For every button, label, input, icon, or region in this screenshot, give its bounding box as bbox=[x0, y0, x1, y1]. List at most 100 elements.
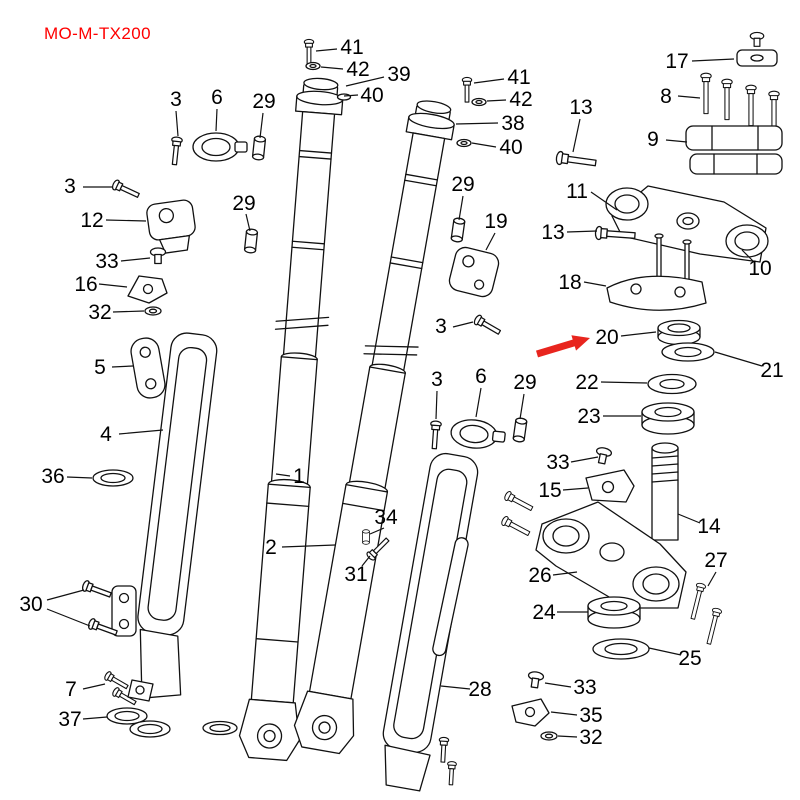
pinch-bolt-27b bbox=[703, 606, 723, 646]
clamp-ring-6-mid bbox=[449, 417, 507, 452]
part-number-41: 41 bbox=[507, 66, 530, 89]
spacer-34 bbox=[362, 529, 370, 545]
part-number-30: 30 bbox=[19, 593, 42, 616]
leader-line bbox=[620, 331, 657, 337]
part-number-6: 6 bbox=[475, 365, 487, 388]
leader-line bbox=[245, 213, 251, 232]
leader-line bbox=[600, 381, 648, 384]
leader-line bbox=[82, 683, 106, 690]
washers-37 bbox=[106, 707, 171, 738]
part-number-19: 19 bbox=[484, 210, 507, 233]
screw-bottom-b bbox=[445, 760, 458, 786]
upper-triple-clamp bbox=[605, 185, 769, 263]
part-number-36: 36 bbox=[41, 465, 64, 488]
spacer-29-mid bbox=[450, 216, 466, 244]
part-number-42: 42 bbox=[509, 88, 532, 111]
diagram-title: MO-M-TX200 bbox=[44, 24, 151, 43]
part-number-13: 13 bbox=[541, 221, 564, 244]
part-number-11: 11 bbox=[566, 180, 588, 203]
part-number-29: 29 bbox=[252, 90, 275, 113]
part-number-20: 20 bbox=[595, 326, 618, 349]
leader-line bbox=[677, 513, 701, 524]
part-number-4: 4 bbox=[100, 423, 112, 446]
leader-line bbox=[665, 139, 688, 143]
right-fork-guard bbox=[382, 452, 479, 792]
screw-3-lowermid bbox=[428, 420, 443, 450]
part-number-5: 5 bbox=[94, 356, 106, 379]
spacer-29-left bbox=[243, 228, 259, 254]
leader-line bbox=[570, 456, 599, 463]
leader-line bbox=[281, 544, 336, 548]
leader-line bbox=[566, 230, 598, 233]
leader-line bbox=[741, 249, 754, 262]
part-number-16: 16 bbox=[74, 273, 97, 296]
part-number-33: 33 bbox=[95, 250, 118, 273]
part-number-21: 21 bbox=[760, 359, 783, 382]
cable-bracket-15 bbox=[585, 469, 635, 503]
part-number-12: 12 bbox=[80, 209, 103, 232]
leader-line bbox=[46, 608, 91, 627]
leader-line bbox=[557, 735, 578, 738]
leader-line bbox=[105, 219, 147, 222]
leader-line bbox=[707, 571, 717, 587]
leader-line bbox=[275, 473, 291, 477]
leader-line bbox=[714, 351, 763, 367]
guard-strap bbox=[432, 537, 469, 657]
leader-line bbox=[345, 76, 385, 87]
leader-line bbox=[361, 555, 371, 567]
leader-line bbox=[648, 647, 682, 656]
part-number-26: 26 bbox=[528, 564, 551, 587]
pointer-arrow-head bbox=[571, 335, 590, 351]
clamp-bolt-13a bbox=[554, 150, 598, 171]
leader-line bbox=[369, 527, 385, 535]
part-number-22: 22 bbox=[575, 371, 598, 394]
bracket-19 bbox=[448, 246, 500, 298]
part-number-7: 7 bbox=[65, 678, 77, 701]
leader-line bbox=[112, 310, 145, 313]
part-number-28: 28 bbox=[468, 678, 491, 701]
part-number-3: 3 bbox=[170, 88, 182, 111]
part-number-29: 29 bbox=[513, 371, 536, 394]
lower-bearing-24 bbox=[587, 596, 641, 629]
part-number-41: 41 bbox=[340, 36, 363, 59]
clamp-ring-6-topleft bbox=[192, 132, 248, 162]
part-number-33: 33 bbox=[573, 676, 596, 699]
ring-32-left bbox=[144, 306, 162, 316]
dust-seal-25 bbox=[592, 638, 650, 660]
cap-washer-40-right bbox=[456, 138, 472, 148]
bolt-33-bottom bbox=[526, 670, 545, 690]
leader-line bbox=[98, 283, 128, 288]
leader-line bbox=[677, 95, 701, 99]
part-number-24: 24 bbox=[532, 601, 556, 624]
part-number-42: 42 bbox=[346, 58, 369, 81]
leader-line bbox=[519, 393, 525, 420]
leader-line bbox=[82, 716, 108, 720]
cap-screw-41-left bbox=[303, 38, 315, 65]
leader-line bbox=[343, 94, 359, 97]
part-number-31: 31 bbox=[344, 563, 367, 586]
clamp-12 bbox=[146, 199, 196, 254]
bar-clamp-cap bbox=[736, 31, 778, 67]
part-number-13: 13 bbox=[569, 96, 592, 119]
cap-washer-42-left bbox=[305, 61, 321, 71]
hardware-7 bbox=[102, 670, 154, 708]
screw-3-mid bbox=[472, 313, 503, 338]
leader-line bbox=[215, 108, 218, 132]
leader-line bbox=[46, 589, 85, 601]
leader-line bbox=[562, 487, 589, 491]
ring-32-bottom bbox=[540, 731, 558, 741]
leader-line bbox=[435, 390, 438, 420]
part-number-25: 25 bbox=[678, 647, 701, 670]
screw-30a bbox=[80, 579, 113, 601]
leader-line bbox=[485, 232, 496, 251]
spacer-29-lowermid bbox=[512, 416, 528, 444]
pointer-arrow bbox=[535, 335, 590, 358]
part-number-17: 17 bbox=[665, 50, 688, 73]
leader-line bbox=[691, 58, 735, 62]
cap-screw-41-right bbox=[461, 76, 473, 103]
part-number-40: 40 bbox=[360, 84, 383, 107]
leader-line bbox=[259, 112, 264, 139]
bracket-bolt-33-mid bbox=[593, 445, 613, 466]
